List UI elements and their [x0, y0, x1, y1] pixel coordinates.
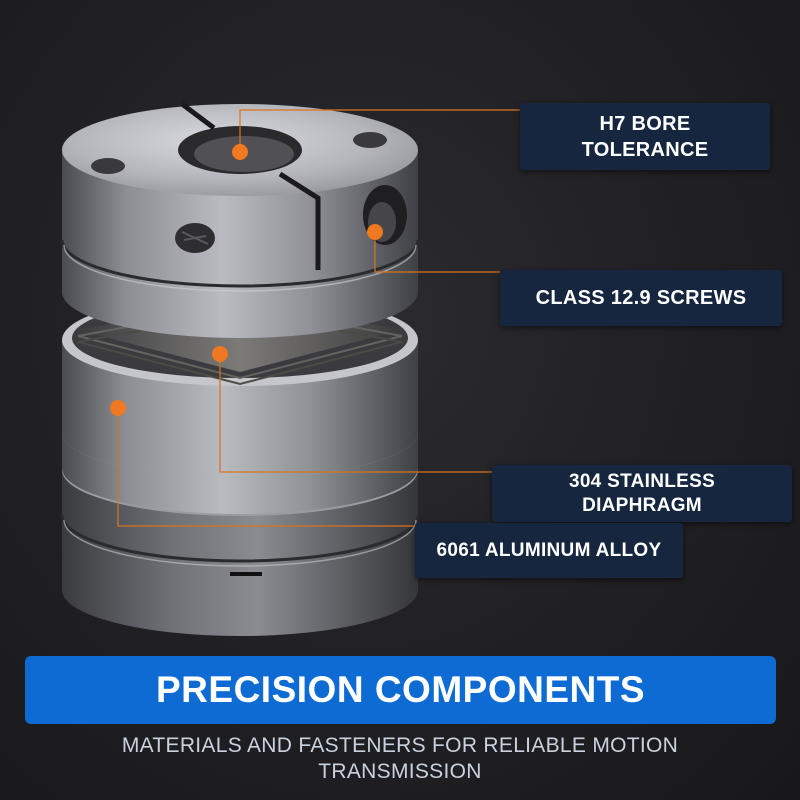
- callout-diaphragm: 304 STAINLESS DIAPHRAGM: [492, 465, 792, 522]
- marker-bore: [232, 144, 248, 160]
- callout-markers: [110, 144, 383, 416]
- callout-diaphragm-label: 304 STAINLESS DIAPHRAGM: [568, 470, 716, 516]
- callout-bore-tolerance: H7 BORE TOLERANCE: [520, 103, 770, 170]
- subtitle-text: MATERIALS AND FASTENERS FOR RELIABLE MOT…: [60, 733, 740, 785]
- title-banner: PRECISION COMPONENTS: [25, 656, 776, 724]
- banner-title: PRECISION COMPONENTS: [156, 669, 645, 710]
- callout-bore-label: H7 BORE TOLERANCE: [581, 112, 709, 161]
- marker-diaphragm: [212, 346, 228, 362]
- leader-lines: [117, 109, 520, 527]
- callout-screws: CLASS 12.9 SCREWS: [500, 270, 782, 326]
- callout-aluminum-alloy: 6061 ALUMINUM ALLOY: [415, 523, 683, 578]
- marker-screws: [367, 224, 383, 240]
- subtitle-label: MATERIALS AND FASTENERS FOR RELIABLE MOT…: [121, 734, 679, 783]
- callout-alloy-label: 6061 ALUMINUM ALLOY: [436, 539, 662, 561]
- marker-alloy: [110, 400, 126, 416]
- callout-screws-label: CLASS 12.9 SCREWS: [535, 287, 747, 309]
